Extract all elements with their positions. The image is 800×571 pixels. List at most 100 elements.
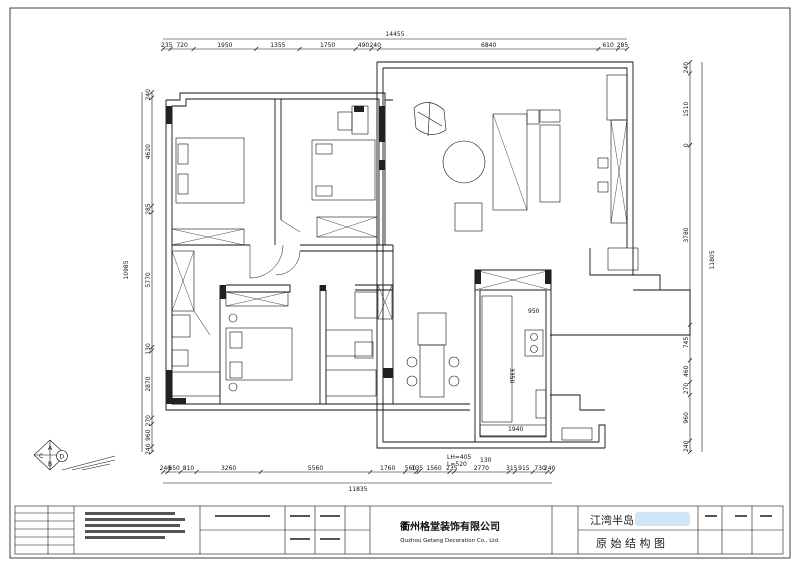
cabinet-hatching: [171, 113, 628, 320]
dimension-tick: [447, 469, 452, 475]
dimension-tick: [687, 392, 693, 398]
dimension-segment-label: 1950: [217, 42, 232, 49]
dimension-segment-label: 270: [683, 383, 690, 395]
dimension-tick: [687, 438, 693, 443]
dimension-segment-label: 3780: [683, 227, 690, 242]
dimension-tick: [168, 46, 173, 52]
dimension-tick: [149, 449, 155, 455]
compass-rose: [33, 439, 116, 471]
title-block: [14, 505, 784, 555]
walls: [165, 61, 691, 449]
dimension-segment-label: 135: [412, 465, 424, 472]
left-total-dimension: 10985: [123, 260, 130, 279]
dimension-tick: [687, 59, 693, 65]
dimension-tick: [687, 71, 693, 76]
dimension-segment-label: 490: [358, 42, 370, 49]
dimension-segment-label: 1355: [270, 42, 285, 49]
dimension-tick: [149, 421, 155, 427]
dimension-tick: [506, 469, 511, 475]
drawing-title: 原 始 结 构 图: [596, 536, 665, 550]
compass-label-a: A: [48, 445, 53, 452]
dimension-segment-label: 960: [683, 412, 690, 424]
dimension-tick: [402, 469, 408, 475]
dimension-tick: [368, 469, 373, 475]
dimension-segment-label: 610: [602, 42, 614, 49]
title-block-fine-print: [85, 512, 772, 540]
dimension-tick: [416, 469, 421, 475]
dimension-tick: [545, 469, 550, 475]
dimension-segment-label: 1760: [380, 465, 395, 472]
bottom-total-dimension: 11835: [348, 486, 367, 493]
dimension-segment-label: 6840: [481, 42, 496, 49]
dimension-segment-label: 240: [369, 42, 381, 49]
dimension-segment-label: 1750: [320, 42, 335, 49]
project-name-highlight: [635, 512, 690, 526]
right-total-dimension: 11805: [709, 250, 716, 269]
right-dimension-chain: [689, 62, 703, 452]
dimension-tick: [178, 469, 183, 475]
dimension-tick: [149, 415, 155, 420]
dimension-tick: [149, 444, 155, 449]
dimension-segment-label: 3260: [221, 465, 236, 472]
compass-label-b: B: [48, 461, 52, 468]
dimension-segment-label: 1560: [426, 465, 441, 472]
dimension-segment-label: 745: [683, 337, 690, 349]
dimension-segment-label: 720: [176, 42, 188, 49]
company-name-cn: 衢州格堂装饰有限公司: [400, 520, 500, 533]
dimension-segment-label: 240: [683, 62, 690, 74]
dimension-tick: [297, 46, 302, 52]
top-total-dimension: 14455: [385, 31, 404, 38]
dimension-tick: [149, 95, 155, 100]
dimension-segment-label: 960: [145, 429, 152, 441]
dimension-segment-label: 240: [160, 465, 172, 472]
dimension-tick: [624, 46, 630, 52]
right-dimension-ticks: [687, 59, 693, 455]
bottom-dimension-ticks: [160, 469, 555, 475]
left-dimension-ticks: [149, 89, 155, 455]
dimension-segment-label: 915: [518, 465, 530, 472]
dimension-segment-label: 460: [683, 365, 690, 377]
dimension-tick: [149, 203, 155, 208]
dimension-segment-label: 240: [683, 440, 690, 452]
dimension-tick: [191, 46, 196, 52]
dimension-tick: [512, 469, 518, 475]
dimension-tick: [413, 469, 419, 475]
dimension-segment-label: 730: [534, 465, 546, 472]
dimension-segment-label: 650: [168, 465, 180, 472]
dimension-tick: [687, 142, 693, 148]
dimension-tick: [160, 469, 166, 475]
dimension-tick: [530, 469, 536, 475]
structural-columns: [166, 106, 551, 404]
top-dimension-chain: [163, 38, 627, 50]
dimension-tick: [149, 348, 155, 353]
dimension-tick: [149, 345, 155, 350]
dimension-tick: [687, 358, 693, 363]
kitchen-width-label: 950: [528, 308, 540, 315]
drawing-frame: [9, 7, 791, 559]
compass-label-d: D: [60, 454, 65, 461]
dimension-tick: [596, 46, 601, 52]
bottom-dimension-chain: [163, 471, 552, 484]
dimension-segment-label: 240: [145, 89, 152, 101]
dimension-segment-label: 0: [683, 143, 690, 147]
dimension-segment-label: 5560: [308, 465, 323, 472]
dimension-tick: [165, 469, 170, 475]
dimension-segment-label: 5770: [145, 272, 152, 287]
dimension-tick: [369, 46, 374, 52]
dimension-segment-label: 315: [506, 465, 518, 472]
dimension-segment-label: 560: [405, 465, 417, 472]
dimension-tick: [194, 469, 199, 475]
dimension-tick: [451, 469, 457, 475]
offset-label: 130: [480, 457, 492, 464]
dimension-segment-label: 2770: [474, 465, 489, 472]
dimension-segment-label: 240: [145, 443, 152, 455]
top-dimension-ticks: [160, 46, 630, 52]
dimension-segment-label: 240: [544, 465, 556, 472]
dimension-tick: [253, 46, 259, 52]
dimension-tick: [353, 46, 358, 52]
dimension-segment-label: 235: [446, 465, 458, 472]
dimension-segment-label: 2870: [145, 376, 152, 391]
